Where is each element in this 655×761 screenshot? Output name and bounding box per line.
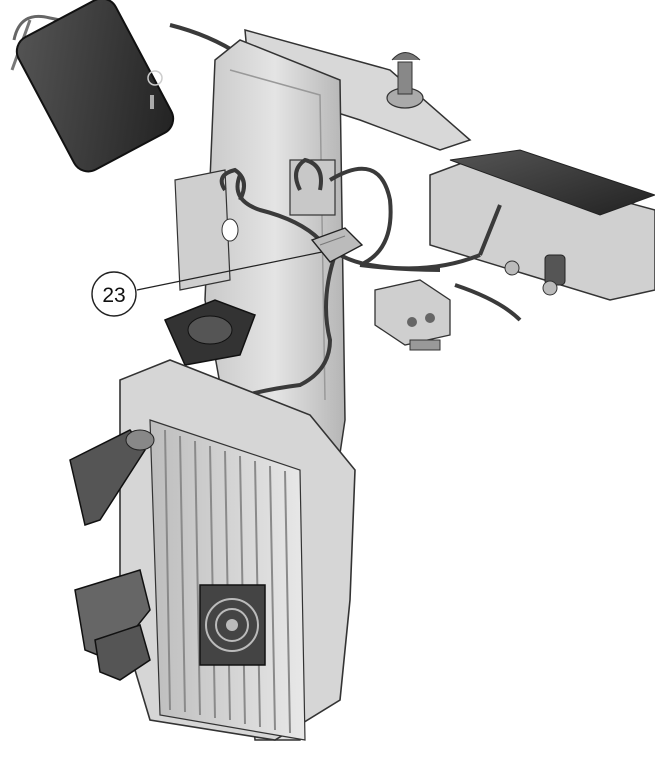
- callout-leader-line: [136, 251, 323, 291]
- terminal-box: [429, 149, 655, 301]
- callout-23: 23: [91, 251, 323, 317]
- callout-circle: [91, 271, 137, 317]
- side-connectors: [69, 429, 155, 681]
- junction-box: [374, 279, 451, 351]
- handheld-device: [10, 0, 175, 173]
- cable-connector: [310, 227, 364, 263]
- callout-label: 23: [102, 284, 125, 307]
- electronics-enclosure: [119, 359, 356, 741]
- fan-unit: [163, 299, 256, 366]
- fan-grille: [199, 584, 266, 666]
